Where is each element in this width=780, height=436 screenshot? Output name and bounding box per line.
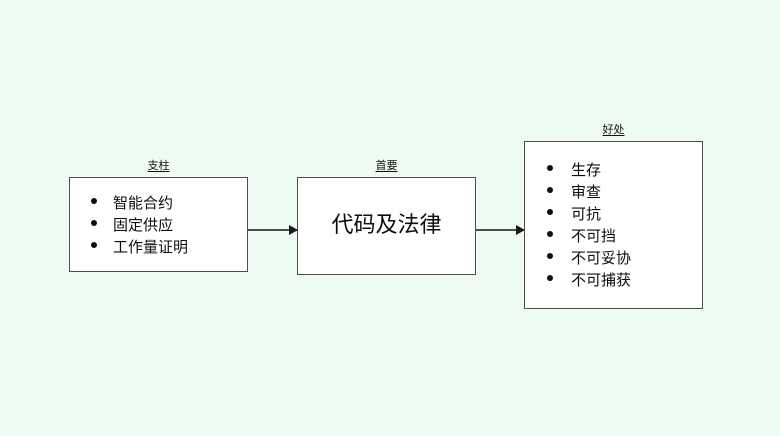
pillars-bullet-list: 智能合约 固定供应 工作量证明 [70,192,247,258]
list-item: 可抗 [547,203,702,225]
arrow-head-icon [289,225,298,235]
node-benefits[interactable]: 生存 审查 可抗 不可挡 不可妥协 不可捕获 [524,141,703,309]
list-item-label: 不可挡 [571,227,617,245]
list-item: 不可捕获 [547,269,702,291]
list-item-label: 不可妥协 [571,249,632,267]
node-title-primary: 首要 [375,159,398,172]
list-item: 固定供应 [91,214,247,236]
list-item-label: 工作量证明 [113,237,189,256]
list-item-label: 固定供应 [113,215,174,234]
list-item-label: 不可捕获 [571,271,632,289]
list-item: 工作量证明 [91,236,247,258]
list-item: 审查 [547,181,702,203]
connector-pillars-to-primary [248,225,298,235]
connector-primary-to-benefits [476,225,525,235]
bullet-dot-icon [547,165,553,171]
bullet-dot-icon [547,231,553,237]
node-pillars[interactable]: 智能合约 固定供应 工作量证明 [69,177,248,272]
list-item: 生存 [547,159,702,181]
arrow-head-icon [516,225,525,235]
list-item-label: 审查 [571,183,602,201]
bullet-dot-icon [547,187,553,193]
list-item-label: 智能合约 [113,193,174,212]
bullet-dot-icon [91,241,97,248]
node-primary[interactable]: 代码及法律 [297,177,476,275]
bullet-dot-icon [547,209,553,215]
node-title-benefits: 好处 [602,123,625,136]
list-item: 不可挡 [547,225,702,247]
bullet-dot-icon [91,197,97,204]
benefits-bullet-list: 生存 审查 可抗 不可挡 不可妥协 不可捕获 [525,159,702,291]
node-primary-label: 代码及法律 [331,213,442,238]
bullet-dot-icon [547,275,553,281]
bullet-dot-icon [547,253,553,259]
node-title-pillars: 支柱 [147,159,170,172]
bullet-dot-icon [91,219,97,226]
list-item-label: 可抗 [571,205,602,223]
list-item: 不可妥协 [547,247,702,269]
list-item-label: 生存 [571,161,602,179]
list-item: 智能合约 [91,192,247,214]
